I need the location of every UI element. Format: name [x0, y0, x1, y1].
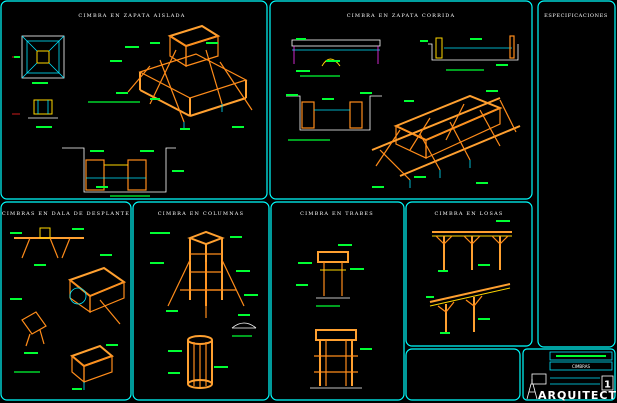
title-block: CIMBRAS 1 ARQUITECTURA — [526, 351, 617, 402]
dala-elevation — [10, 227, 84, 266]
frame-zapata-corrida — [269, 0, 533, 200]
title-losas: CIMBRA EN LOSAS — [434, 211, 503, 217]
section-corrida-right — [420, 35, 519, 71]
trabe-iso — [310, 329, 372, 389]
frame-title-block — [522, 348, 616, 401]
drawing-zapata-corrida — [286, 35, 521, 188]
eiffel-logo-icon — [526, 379, 538, 400]
column-collar — [231, 314, 257, 337]
trench-section — [62, 147, 184, 197]
frame-trabes — [270, 201, 405, 401]
title-columnas: CIMBRA EN COLUMNAS — [158, 211, 245, 217]
drawing-title: CIMBRAS — [572, 364, 591, 369]
iso-formwork-zapata — [88, 24, 253, 130]
dala-iso — [10, 254, 127, 325]
section-zapata — [12, 99, 58, 128]
trench-corrida — [286, 92, 382, 141]
drawing-trabes — [296, 244, 372, 389]
title-dala-desplante: CIMBRAS EN DALA DE DESPLANTE — [2, 211, 130, 217]
iso-formwork-corrida — [371, 90, 521, 188]
brand-logo-text: ARQUITECTURA — [538, 389, 617, 402]
title-zapata-aislada: CIMBRA EN ZAPATA AISLADA — [78, 13, 185, 19]
frame-zapata-aislada — [0, 0, 268, 200]
trabe-elevation — [296, 244, 364, 307]
column-round — [168, 335, 228, 389]
title-especificaciones: ESPECIFICACIONES — [544, 13, 608, 19]
losa-elevation-bottom — [426, 283, 511, 334]
frame-especificaciones — [537, 0, 616, 348]
drawing-losas — [426, 220, 512, 334]
frame-blank-bottom — [405, 348, 521, 401]
sheet-number: 1 — [604, 380, 611, 391]
losa-elevation-top — [432, 220, 512, 272]
frame-dala-desplante — [0, 201, 132, 401]
elevation-corrida — [291, 38, 381, 77]
dala-iso-bottom — [70, 344, 118, 390]
frame-losas — [405, 201, 533, 347]
title-zapata-corrida: CIMBRA EN ZAPATA CORRIDA — [347, 13, 456, 19]
drawing-columnas — [150, 230, 258, 389]
column-iso — [150, 230, 258, 318]
frame-columnas — [132, 201, 270, 401]
dala-detail-small — [14, 311, 47, 373]
drawing-zapata-aislada — [12, 24, 253, 197]
plan-view-zapata — [12, 35, 65, 84]
title-trabes: CIMBRA EN TRABES — [300, 211, 374, 217]
drawing-dala-desplante — [10, 227, 127, 390]
